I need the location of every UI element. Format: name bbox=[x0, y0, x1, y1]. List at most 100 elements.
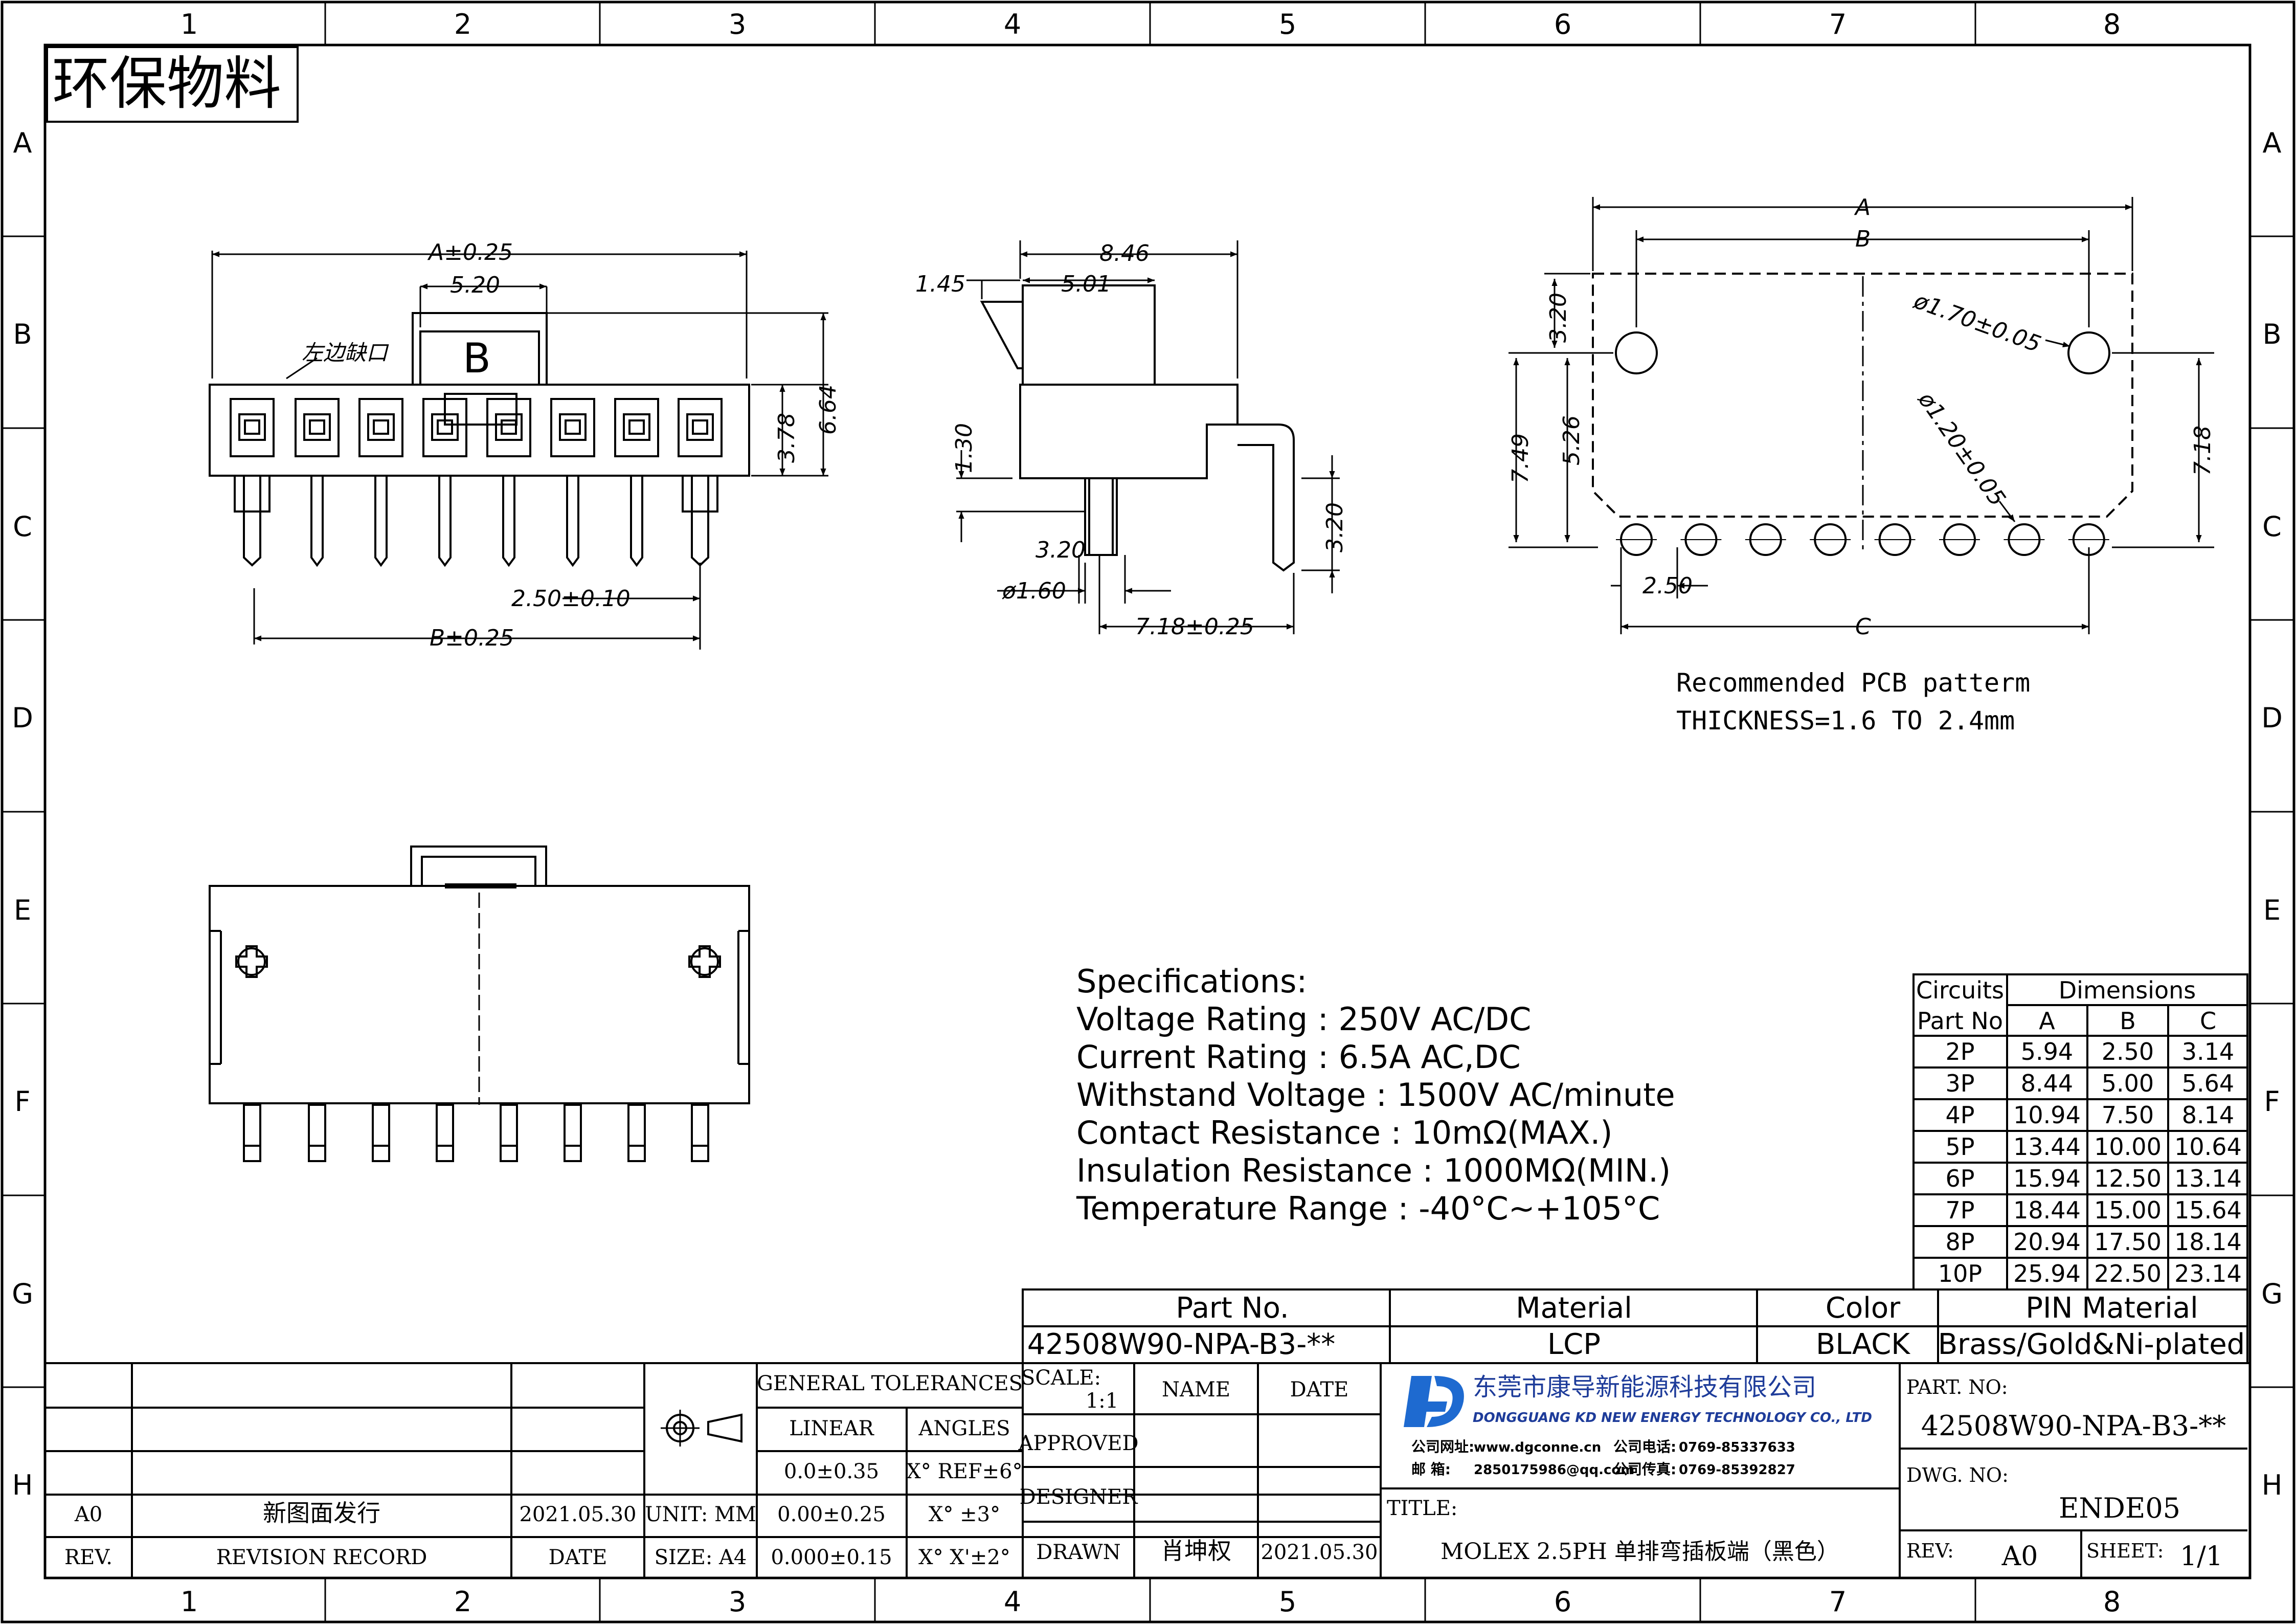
material-header-material: Material bbox=[1516, 1292, 1632, 1325]
pin-tip bbox=[501, 419, 517, 435]
zone-number: 8 bbox=[2103, 8, 2121, 40]
scale-value: 1:1 bbox=[1086, 1389, 1118, 1413]
dim-table-cell-row-c: 8.14 bbox=[2182, 1101, 2234, 1129]
material-value-part: 42508W90-NPA-B3-** bbox=[1027, 1328, 1336, 1361]
zone-letter: A bbox=[13, 127, 32, 159]
dim-table-cell-row-part: 10P bbox=[1938, 1260, 1982, 1287]
dim-table-cell-row-b: 17.50 bbox=[2094, 1228, 2162, 1256]
spec-line: Insulation Resistance : 1000MΩ(MIN.) bbox=[1076, 1152, 1671, 1189]
revision-date: 2021.05.30 bbox=[519, 1503, 636, 1526]
zone-number: 2 bbox=[454, 8, 471, 40]
phone-label: 公司电话: bbox=[1613, 1438, 1676, 1455]
dim-table-cell-row-a: 25.94 bbox=[2013, 1260, 2081, 1287]
dim-table-cell-row-b: 15.00 bbox=[2094, 1196, 2162, 1224]
spec-heading: Specifications: bbox=[1076, 963, 1307, 1000]
dim-table-cell-row-c: 18.14 bbox=[2174, 1228, 2242, 1256]
dim-table-cell-row-c: 15.64 bbox=[2174, 1196, 2242, 1224]
rev-value-2: A0 bbox=[2001, 1541, 2038, 1572]
zone-number: 6 bbox=[1554, 8, 1571, 40]
dim-664-label: 6.64 bbox=[815, 385, 841, 435]
fax-value: 0769-85392827 bbox=[1679, 1462, 1795, 1478]
dim-160-label: ø1.60 bbox=[1002, 578, 1066, 604]
dim-table-cell-row-c: 3.14 bbox=[2182, 1038, 2234, 1065]
pin-cavity-inner bbox=[431, 413, 459, 441]
solder-pin bbox=[502, 477, 515, 567]
dim-table-col-b: B bbox=[2120, 1007, 2136, 1035]
dim-b-label: B±0.25 bbox=[430, 625, 514, 651]
side-view bbox=[956, 240, 1340, 634]
dim-table-cell-row-a: 8.44 bbox=[2021, 1070, 2073, 1097]
zone-letter: H bbox=[2262, 1469, 2283, 1501]
dim-table-col-c: C bbox=[2200, 1007, 2216, 1035]
sheet-value: 1/1 bbox=[2180, 1541, 2223, 1572]
peg-collar bbox=[234, 475, 271, 513]
dim-846-label: 8.46 bbox=[1099, 240, 1150, 266]
dim-table-cell-row-b: 22.50 bbox=[2094, 1260, 2162, 1287]
dim-378-label: 3.78 bbox=[774, 413, 800, 463]
bottom-pin bbox=[372, 1104, 390, 1162]
web-label: 公司网址: bbox=[1411, 1438, 1474, 1455]
zone-letter: D bbox=[2261, 702, 2283, 734]
pin-cavity bbox=[295, 398, 340, 457]
zone-letter: G bbox=[2261, 1278, 2283, 1310]
material-table-text: Part No. Material Color PIN Material 425… bbox=[1027, 1292, 2245, 1361]
drawn-name: 肖坤权 bbox=[1161, 1537, 1231, 1565]
revision-record-label: REVISION RECORD bbox=[216, 1546, 427, 1569]
pcb-dim-718-label: 7.18 bbox=[2190, 426, 2216, 476]
tolerance-3: 0.000±0.15 bbox=[771, 1546, 892, 1569]
spec-line: Temperature Range : -40°C~+105°C bbox=[1076, 1190, 1660, 1227]
approved-label: APPROVED bbox=[1018, 1432, 1138, 1455]
pin-cavity bbox=[422, 398, 467, 457]
dim-table-cell-row-c: 13.14 bbox=[2174, 1165, 2242, 1192]
dim-320b-label: 3.20 bbox=[1322, 502, 1348, 552]
zone-number: 5 bbox=[1279, 1586, 1296, 1618]
pcb-note-line1: Recommended PCB patterm bbox=[1676, 668, 2030, 698]
zone-number: 1 bbox=[181, 8, 198, 40]
pin-tip bbox=[437, 419, 453, 435]
dim-table-header-partno: Part No bbox=[1917, 1007, 2003, 1035]
mail-value: 2850175986@qq.com bbox=[1474, 1462, 1634, 1478]
bottom-pin bbox=[436, 1104, 454, 1162]
sheet-label: SHEET: bbox=[2086, 1540, 2164, 1562]
dim-table-cell-row-part: 7P bbox=[1945, 1196, 1974, 1224]
pin-cavity-inner bbox=[559, 413, 587, 441]
material-value-pin: Brass/Gold&Ni-plated bbox=[1938, 1328, 2245, 1361]
pcb-dim-526-label: 5.26 bbox=[1559, 415, 1585, 465]
angles-label: ANGLES bbox=[918, 1417, 1010, 1440]
zone-number: 3 bbox=[729, 8, 746, 40]
bottom-pin bbox=[691, 1104, 709, 1162]
solder-pin bbox=[630, 477, 643, 567]
pin-cavity-inner bbox=[495, 413, 523, 441]
pin-cavity bbox=[230, 398, 275, 457]
pcb-dim-120-label: ø1.20±0.05 bbox=[1912, 387, 2010, 511]
pin-cavity-inner bbox=[303, 413, 331, 441]
zone-letter: B bbox=[2262, 318, 2281, 350]
bottom-pin bbox=[308, 1104, 326, 1162]
dim-table-header-dimensions: Dimensions bbox=[2059, 976, 2196, 1004]
company-name-cn: 东莞市康导新能源科技有限公司 bbox=[1473, 1373, 1816, 1401]
dim-table-cell-row-part: 3P bbox=[1945, 1070, 1974, 1097]
pin-tip bbox=[628, 419, 645, 435]
dim-table-cell-row-a: 13.44 bbox=[2013, 1133, 2081, 1161]
dim-520-label: 5.20 bbox=[450, 272, 500, 298]
zone-letter: D bbox=[12, 702, 33, 734]
pcb-dim-250-label: 2.50 bbox=[1642, 573, 1693, 599]
pin-cavity bbox=[678, 398, 723, 457]
title-block bbox=[45, 1362, 2250, 1578]
pcb-dim-b-label: B bbox=[1855, 226, 1871, 252]
front-view-labels: A±0.25 5.20 2.50±0.10 B±0.25 6.64 3.78 左… bbox=[302, 239, 841, 651]
zone-number: 8 bbox=[2103, 1586, 2121, 1618]
rev-value: A0 bbox=[74, 1503, 102, 1526]
zone-number: 6 bbox=[1554, 1586, 1571, 1618]
notch-label: 左边缺口 bbox=[302, 340, 389, 365]
zone-number: 2 bbox=[454, 1586, 471, 1618]
bottom-pin bbox=[500, 1104, 518, 1162]
pin-cavity bbox=[550, 398, 595, 457]
pcb-dim-749-label: 7.49 bbox=[1507, 433, 1534, 483]
angle-tolerance-2: X° ±3° bbox=[929, 1503, 1000, 1526]
spec-line: Current Rating : 6.5A AC,DC bbox=[1076, 1038, 1521, 1076]
eco-stamp: 环保物料 bbox=[46, 46, 299, 123]
pcb-dim-170-label: ø1.70±0.05 bbox=[1910, 287, 2044, 358]
dim-pitch-label: 2.50±0.10 bbox=[511, 586, 631, 612]
zone-number: 3 bbox=[729, 1586, 746, 1618]
